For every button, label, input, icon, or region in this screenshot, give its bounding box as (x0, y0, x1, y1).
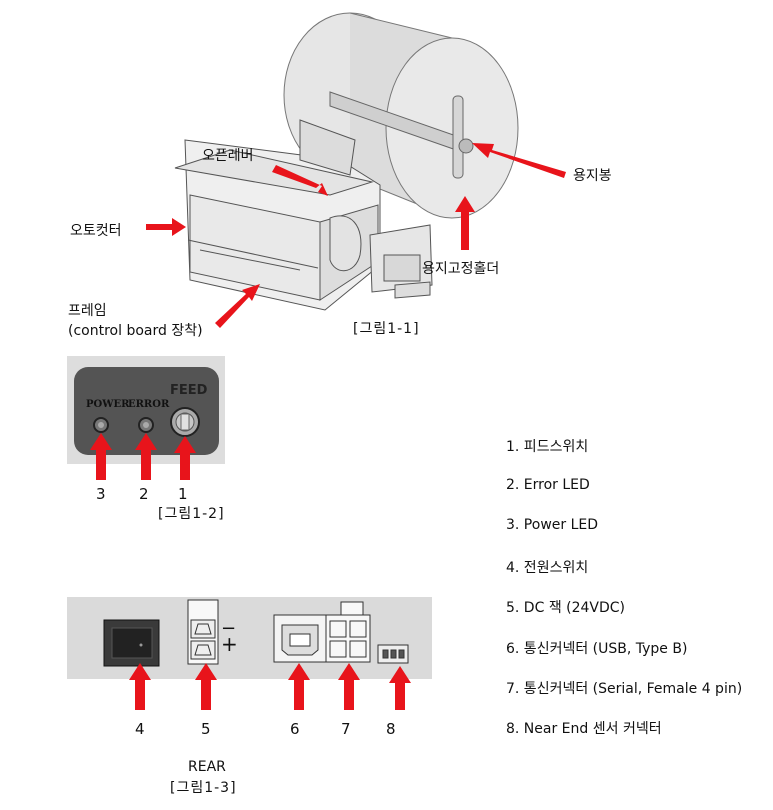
list-item-near-end: 8. Near End 센서 커넥터 (506, 721, 662, 737)
label-open-lever: 오픈레버 (202, 148, 254, 164)
figure2-caption: [그림1-2] (158, 506, 225, 522)
fig2-number-2: 2 (139, 485, 149, 503)
fig2-number-1: 1 (178, 485, 188, 503)
panel-label-error: ERROR (128, 399, 170, 410)
figure3-caption: [그림1-3] (170, 780, 237, 796)
paper-rod-shaft (329, 91, 474, 179)
list-item-power-led: 3. Power LED (506, 517, 599, 533)
figure1-arrows (146, 143, 566, 328)
label-paper-rod: 용지봉 (573, 168, 612, 184)
fig3-number-7: 7 (341, 720, 351, 738)
list-item-serial: 7. 통신커넥터 (Serial, Female 4 pin) (506, 681, 743, 697)
fig3-number-4: 4 (135, 720, 145, 738)
printer-body (174, 119, 433, 311)
list-item-error-led: 2. Error LED (506, 477, 590, 493)
rear-label: REAR (188, 759, 226, 775)
label-paper-holder: 용지고정홀더 (422, 261, 500, 277)
label-auto-cutter: 오토컷터 (70, 223, 122, 239)
dc-minus-sign: − (221, 618, 237, 639)
list-item-usb: 6. 통신커넥터 (USB, Type B) (506, 641, 688, 657)
list-item-feed-switch: 1. 피드스위치 (506, 439, 589, 455)
panel-label-power: POWER (86, 399, 130, 410)
label-frame: 프레임 (68, 303, 107, 319)
fig3-number-5: 5 (201, 720, 211, 738)
fig3-number-8: 8 (386, 720, 396, 738)
panel-label-feed: FEED (170, 383, 208, 398)
list-item-power-switch: 4. 전원스위치 (506, 560, 589, 576)
fig2-number-3: 3 (96, 485, 106, 503)
list-item-dc-jack: 5. DC 잭 (24VDC) (506, 600, 626, 616)
figure1-caption: [그림1-1] (353, 321, 420, 337)
label-frame-note: (control board 장착) (68, 323, 203, 339)
fig3-number-6: 6 (290, 720, 300, 738)
dc-plus-sign: + (221, 632, 238, 656)
